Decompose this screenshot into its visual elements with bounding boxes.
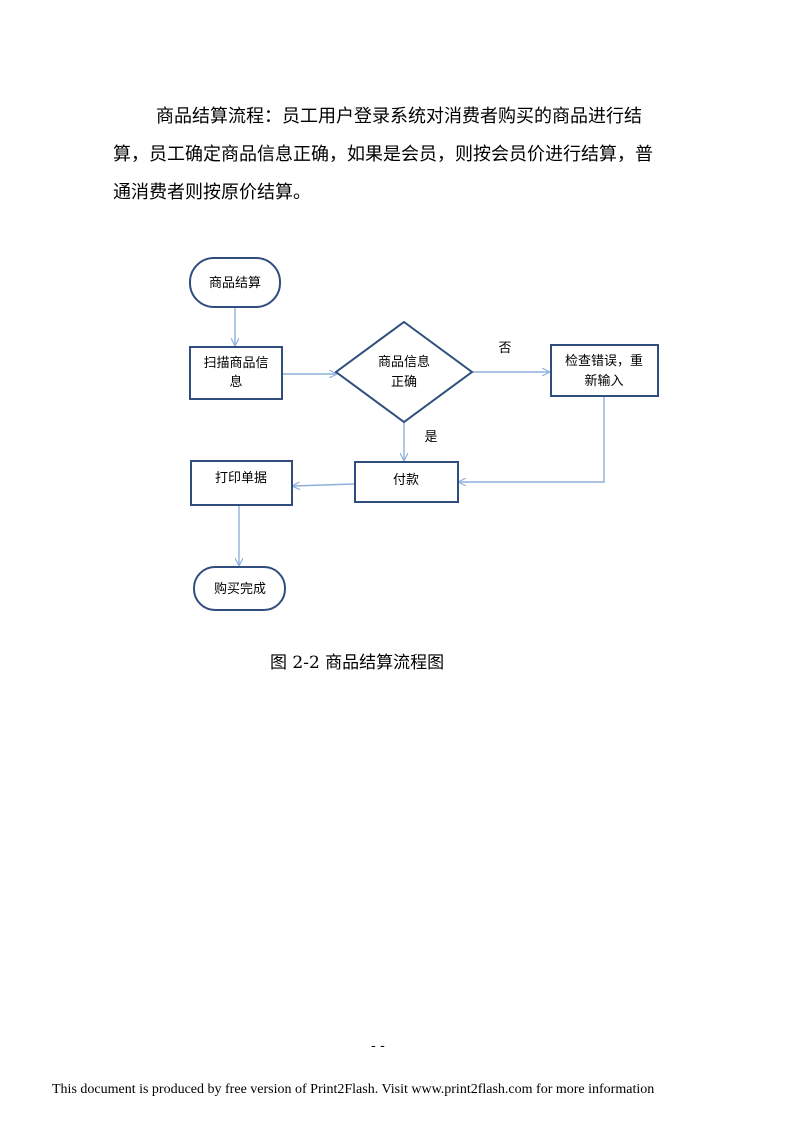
yes-branch-label: 是 (424, 430, 437, 445)
print-receipt-label: 打印单据 (215, 471, 267, 486)
end-terminal-label: 购买完成 (214, 581, 266, 597)
scan-product-label-line-2: 息 (229, 374, 242, 390)
paragraph-line-2: 算，员工确定商品信息正确，如果是会员，则按会员价进行结算，普 (113, 144, 653, 165)
paragraph-line-1: 商品结算流程：员工用户登录系统对消费者购买的商品进行结 (156, 106, 642, 127)
check-error-label-line-1: 检查错误，重 (565, 353, 643, 369)
page-number: - - (371, 1038, 385, 1054)
arrow-error-to-payment (459, 397, 605, 482)
start-terminal (189, 257, 281, 308)
check-error-label-line-2: 新输入 (584, 373, 623, 389)
intro-paragraph: 商品结算流程：员工用户登录系统对消费者购买的商品进行结 算，员工确定商品信息正确… (113, 98, 685, 212)
scan-product-label-line-1: 扫描商品信 (203, 356, 268, 371)
figure-caption: 图 2-2 商品结算流程图 (270, 653, 445, 673)
checkout-flowchart: 商品结算 扫描商品信 息 商品信息 正确 否 是 检查错误，重 新输入 付款 打… (189, 257, 659, 611)
print-receipt-box (190, 460, 293, 506)
decision-label-line-2: 正确 (391, 375, 417, 390)
start-terminal-label: 商品结算 (209, 276, 261, 291)
info-correct-decision (334, 320, 474, 424)
scan-product-box (189, 346, 283, 400)
payment-box (354, 461, 459, 503)
payment-label: 付款 (393, 473, 419, 488)
decision-label-line-1: 商品信息 (378, 354, 430, 370)
paragraph-line-3: 通消费者则按原价结算。 (113, 182, 311, 203)
arrow-payment-to-print (293, 484, 355, 486)
end-terminal (193, 566, 286, 611)
print2flash-footer: This document is produced by free versio… (52, 1082, 655, 1097)
check-error-box (550, 344, 659, 397)
no-branch-label: 否 (498, 341, 511, 356)
